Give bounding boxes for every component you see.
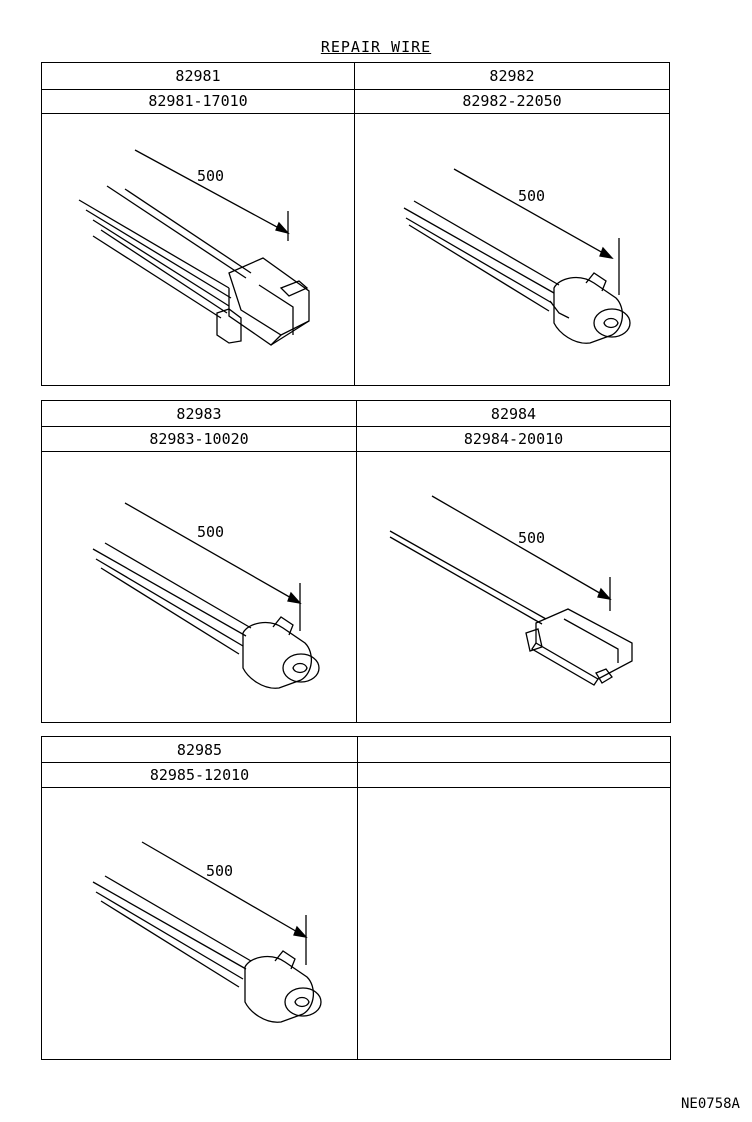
- code-82982: 82982: [489, 67, 535, 85]
- drawing-code: NE0758A: [680, 1096, 740, 1112]
- code-82983: 82983: [176, 404, 222, 423]
- panel-3: 82985 82985-12010: [41, 736, 671, 1060]
- dimension-label-82982: 500: [518, 187, 545, 205]
- diagram-title: REPAIR WIRE: [0, 38, 752, 56]
- panel-2: 82983 82983-10020 82984 82984-20010: [41, 400, 671, 723]
- code-82984: 82984: [490, 404, 537, 423]
- part-82985: 82985-12010: [149, 765, 250, 784]
- panel-1: 82981 82981-17010 82982 82982-22050: [41, 62, 670, 386]
- part-82982: 82982-22050: [462, 92, 562, 110]
- dimension-label-82984: 500: [518, 529, 545, 547]
- part-82983: 82983-10020: [149, 429, 249, 448]
- connector-drawing-82985: 500: [92, 841, 322, 1023]
- dimension-label-82985: 500: [206, 862, 233, 880]
- dimension-label-82981: 500: [197, 167, 224, 185]
- connector-drawing-82982: 500: [403, 168, 631, 344]
- connector-drawing-82984: 500: [389, 495, 633, 686]
- connector-drawing-82983: 500: [92, 502, 320, 689]
- code-82981: 82981: [175, 67, 221, 85]
- title-text: REPAIR WIRE: [320, 38, 432, 56]
- code-82985: 82985: [176, 740, 223, 759]
- connector-drawing-82981: 500: [78, 149, 310, 346]
- code-empty: [358, 737, 670, 762]
- part-82984: 82984-20010: [463, 429, 564, 448]
- part-82981: 82981-17010: [148, 92, 248, 110]
- part-empty: [358, 762, 670, 787]
- dimension-label-82983: 500: [197, 523, 224, 541]
